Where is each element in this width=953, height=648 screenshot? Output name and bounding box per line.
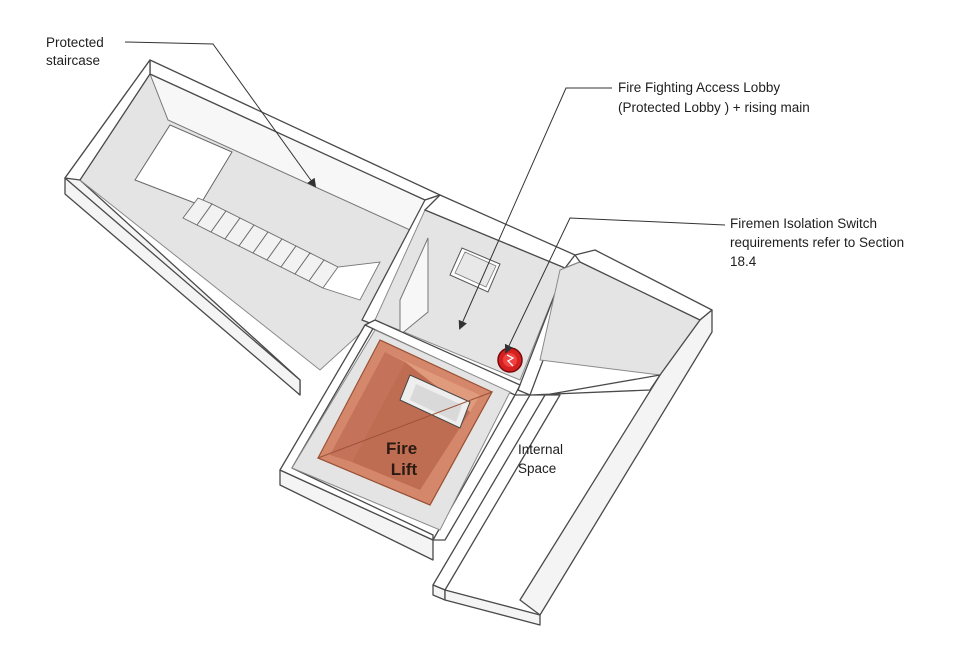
fire-switch-icon [497,347,523,373]
leader-lines [124,41,726,354]
internal-label-line2: Space [518,461,556,476]
lift-label-line2: Lift [391,460,418,479]
lobby-label-line1: Fire Fighting Access Lobby [618,80,780,95]
label-protected-staircase: Protected staircase [46,35,108,68]
lift-label-line1: Fire [386,439,417,458]
internal-space-block [432,249,713,626]
staircase-label-line2: staircase [46,53,100,68]
switch-label-line2: requirements refer to Section [730,235,904,250]
internal-label-line1: Internal [518,442,563,457]
stair-steps [182,197,381,301]
staircase-block [64,59,441,396]
label-fire-lift: Fire Lift [386,439,422,479]
switch-label-line1: Firemen Isolation Switch [730,216,877,231]
label-firemen-isolation-switch: Firemen Isolation Switch requirements re… [730,216,908,269]
staircase-label-line1: Protected [46,35,104,50]
switch-label-line3: 18.4 [730,254,757,269]
fire-lift-car [316,339,494,506]
label-internal-space: Internal Space [518,442,567,476]
lobby-label-line2: (Protected Lobby ) + rising main [618,100,810,115]
label-fire-fighting-lobby: Fire Fighting Access Lobby (Protected Lo… [618,80,810,115]
